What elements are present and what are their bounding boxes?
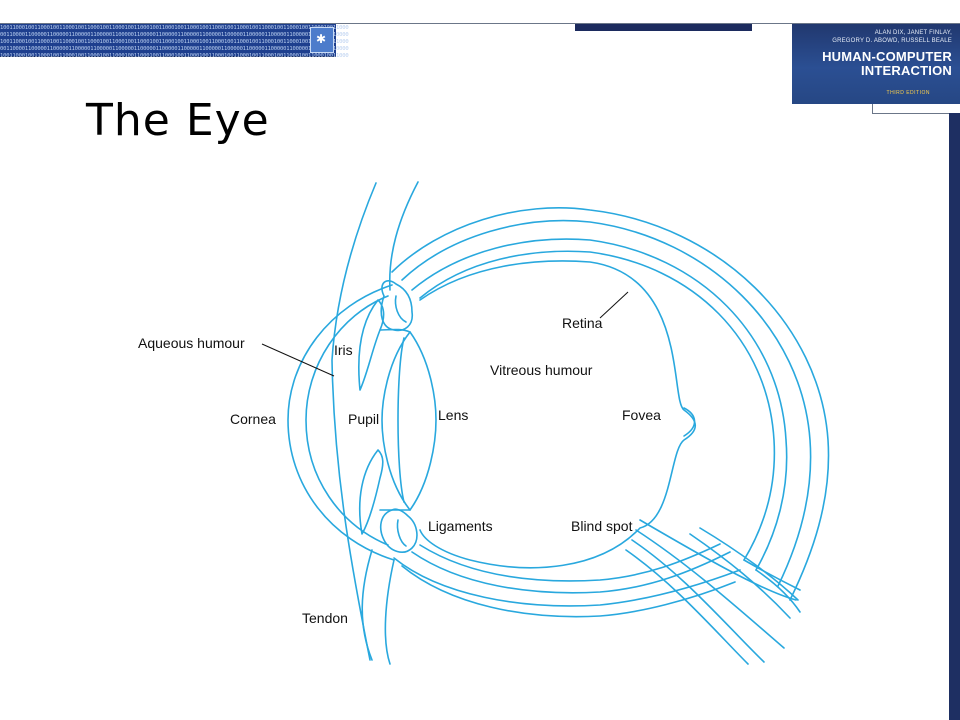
book-authors-line1: ALAN DIX, JANET FINLAY,: [874, 30, 952, 36]
frame-corner-line: [872, 104, 873, 114]
sclera-lower-2: [401, 565, 736, 618]
label-lens: Lens: [438, 407, 468, 423]
book-title: HUMAN-COMPUTER INTERACTION: [792, 50, 952, 78]
binary-badge: ✱: [310, 27, 334, 53]
optic-nerve-line-4: [625, 549, 749, 665]
header-rule: [0, 23, 960, 24]
label-tendon: Tendon: [302, 610, 348, 626]
ciliary-upper-outer: [380, 280, 414, 332]
optic-nerve-line-5: [743, 559, 801, 591]
ciliary-upper-inner: [394, 295, 407, 323]
binary-banner-text: 1001100010011000100110001001100010011000…: [0, 25, 349, 59]
label-pupil: Pupil: [348, 411, 379, 427]
slide-title: The Eye: [86, 95, 270, 146]
book-cover-logo: ALAN DIX, JANET FINLAY, GREGORY D. ABOWD…: [792, 24, 960, 104]
iris-lower: [358, 449, 384, 535]
label-aqueous-humour: Aqueous humour: [138, 335, 245, 351]
retina-ring-2: [419, 250, 776, 561]
label-blind-spot: Blind spot: [571, 518, 633, 534]
binary-banner: 1001100010011000100110001001100010011000…: [0, 24, 349, 59]
label-iris: Iris: [334, 342, 353, 358]
asterisk-icon: ✱: [316, 32, 327, 46]
optic-nerve-line-6: [755, 569, 801, 613]
label-retina: Retina: [562, 315, 603, 331]
frame-line: [872, 113, 952, 114]
optic-nerve-line-2: [635, 529, 785, 649]
anterior-chamber-curve: [287, 284, 395, 561]
book-authors: ALAN DIX, JANET FINLAY, GREGORY D. ABOWD…: [792, 30, 952, 45]
book-title-line1: HUMAN-COMPUTER: [822, 49, 952, 64]
book-title-line2: INTERACTION: [860, 63, 952, 78]
tendon-line-2: [384, 559, 395, 665]
label-vitreous-humour: Vitreous humour: [490, 362, 593, 378]
optic-nerve-line-7: [689, 533, 791, 619]
label-fovea: Fovea: [622, 407, 661, 423]
aqueous-humour-leader: [261, 343, 335, 377]
tendon-line: [361, 549, 373, 661]
optic-nerve-line-1: [639, 519, 797, 601]
book-edition: THIRD EDITION: [886, 90, 930, 96]
eye-labels: Aqueous humour Iris Cornea Pupil Lens Re…: [138, 315, 661, 626]
label-ligaments: Ligaments: [428, 518, 493, 534]
retina-leader: [599, 291, 629, 319]
cornea-outer-curve: [331, 182, 377, 661]
optic-nerve-line-3: [631, 539, 765, 663]
lens-outline: [381, 331, 437, 511]
fovea-dimple: [683, 407, 696, 437]
cornea-front-curve: [305, 295, 389, 546]
sclera-ring-2: [401, 219, 812, 587]
book-authors-line2: GREGORY D. ABOWD, RUSSELL BEALE: [832, 37, 952, 44]
ciliary-lower-inner: [396, 519, 407, 547]
retina-ring-1: [411, 238, 788, 571]
iris-upper: [358, 299, 385, 391]
retina-lower-1: [411, 551, 731, 594]
header-accent-bar: [575, 24, 752, 31]
sclera-ring-1: [391, 207, 830, 601]
cornea-inner-curve: [388, 181, 419, 291]
ciliary-lower-outer: [379, 508, 418, 553]
eye-outlines: [287, 181, 830, 665]
iris-connector-upper: [379, 328, 411, 333]
lens-inner: [397, 337, 405, 503]
right-side-bar: [949, 113, 960, 720]
eye-leaders: [261, 291, 629, 377]
inner-eyeball: [419, 260, 697, 569]
optic-nerve-line-8: [699, 527, 799, 601]
label-cornea: Cornea: [230, 411, 276, 427]
retina-lower-2: [419, 543, 721, 582]
sclera-lower-1: [393, 557, 741, 607]
